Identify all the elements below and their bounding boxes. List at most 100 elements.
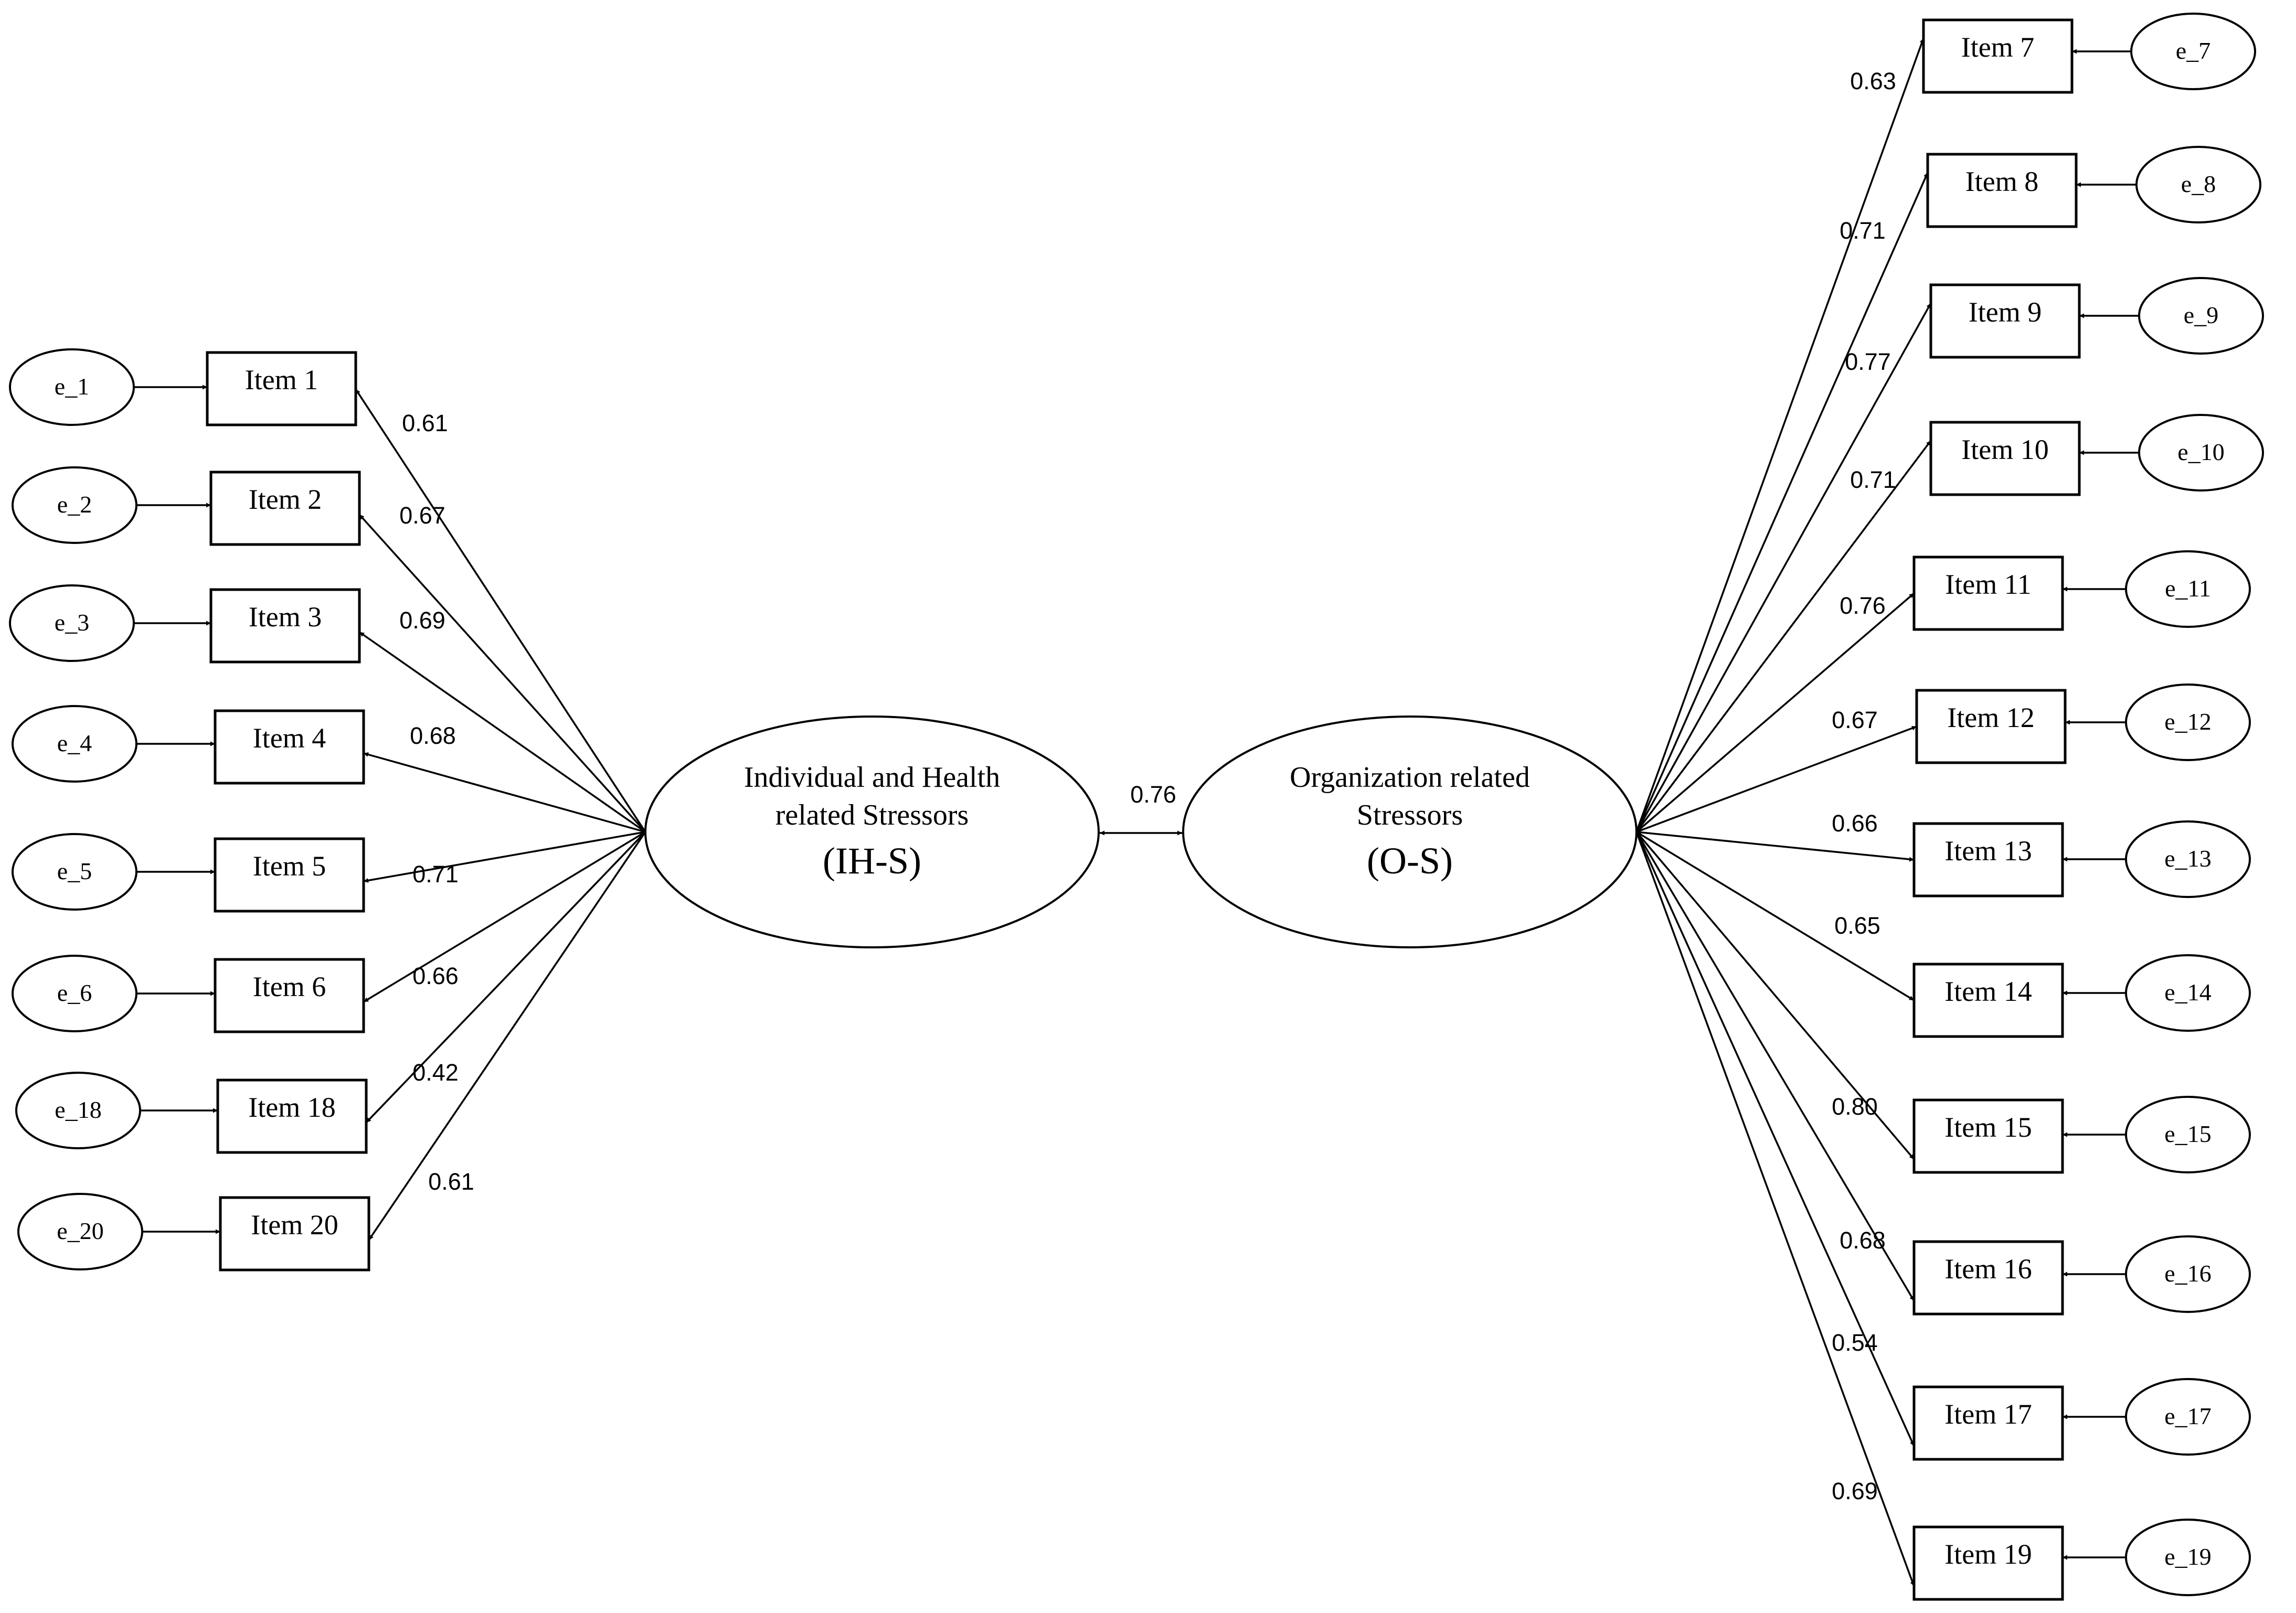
latent-o-s-abbr: (O-S): [1367, 840, 1453, 882]
item-box-1: [206, 351, 357, 426]
item-label: Item 11: [1945, 569, 2031, 600]
latent-ih-s-line1: Individual and Health: [744, 761, 1000, 794]
error-ellipse-e_16: [2125, 1235, 2251, 1313]
item-box-r2: [1926, 153, 2078, 228]
error-label: e_16: [2164, 1260, 2211, 1287]
error-label: e_14: [2164, 979, 2211, 1006]
loading-arrow-right-12: [1635, 831, 1915, 1587]
error-ellipse-e_6: [12, 955, 137, 1032]
item-label: Item 20: [251, 1209, 338, 1241]
error-ellipse-e_13: [2125, 820, 2251, 898]
error-label: e_3: [55, 609, 89, 636]
latent-ih-s-line2: related Stressors: [775, 799, 969, 831]
item-label: Item 17: [1944, 1398, 2032, 1430]
loading-arrow-left-6: [363, 831, 646, 1003]
item-label: Item 16: [1944, 1253, 2032, 1285]
loading-arrow-left-3: [358, 631, 646, 833]
item-box-2: [209, 471, 361, 546]
error-ellipse-e_4: [12, 705, 137, 783]
loading-arrow-right-7: [1636, 831, 1915, 862]
latent-o-s-line1: Organization related: [1290, 761, 1530, 794]
loading-arrow-right-4: [1635, 440, 1932, 833]
loading-arrow-right-11: [1635, 831, 1915, 1447]
item-box-r7: [1912, 822, 2064, 898]
loading-arrow-left-8: [368, 831, 646, 1241]
edges-layer: [134, 38, 2139, 1587]
item-label: Item 5: [253, 850, 326, 882]
latent-o-s-line2: Stressors: [1357, 799, 1463, 831]
item-label: Item 9: [1969, 296, 2042, 328]
error-ellipse-e_15: [2125, 1096, 2251, 1173]
loading-label: 0.54: [1832, 1329, 1878, 1356]
item-box-5: [214, 837, 365, 913]
loading-label: 0.42: [412, 1059, 459, 1086]
loading-label: 0.68: [1840, 1227, 1886, 1254]
loading-label: 0.71: [412, 861, 459, 888]
loading-arrow-right-1: [1635, 38, 1925, 832]
item-box-r5: [1912, 556, 2064, 631]
loading-label: 0.77: [1845, 348, 1891, 375]
item-label: Item 6: [253, 971, 326, 1002]
latent-ih-s-ellipse: [644, 715, 1100, 948]
loading-arrow-right-9: [1635, 831, 1915, 1160]
item-box-r6: [1915, 689, 2067, 764]
loading-label: 0.69: [399, 607, 445, 634]
error-ellipse-e_18: [15, 1072, 141, 1149]
item-box-6: [214, 958, 365, 1033]
correlation-label: 0.76: [1130, 781, 1176, 808]
loading-arrow-right-2: [1635, 172, 1929, 832]
item-box-3: [209, 588, 361, 664]
loading-label: 0.69: [1832, 1478, 1878, 1504]
loading-arrow-right-5: [1635, 592, 1915, 833]
loading-arrow-right-8: [1636, 831, 1915, 1001]
error-ellipse-e_9: [2138, 277, 2264, 355]
loading-label: 0.66: [412, 963, 459, 989]
item-box-r8: [1912, 963, 2064, 1038]
item-label: Item 14: [1944, 976, 2032, 1007]
error-label: e_19: [2164, 1543, 2211, 1570]
error-ellipse-e_8: [2135, 146, 2261, 223]
loading-label: 0.65: [1834, 912, 1880, 939]
loading-arrow-left-4: [363, 752, 646, 833]
error-label: e_8: [2181, 170, 2216, 197]
error-label: e_17: [2164, 1403, 2211, 1429]
item-box-r4: [1929, 421, 2081, 496]
error-label: e_5: [57, 858, 92, 884]
error-label: e_1: [55, 373, 89, 400]
item-label: Item 4: [253, 722, 326, 754]
loading-label: 0.71: [1850, 466, 1896, 493]
loading-label: 0.61: [402, 410, 448, 436]
error-label: e_10: [2177, 439, 2224, 465]
latent-ih-s: Individual and Health related Stressors …: [644, 715, 1100, 948]
error-label: e_2: [57, 491, 92, 518]
loading-arrow-right-3: [1635, 303, 1932, 832]
latent-o-s-ellipse: [1182, 715, 1638, 948]
loading-arrow-left-7: [365, 831, 646, 1124]
error-label: e_15: [2164, 1120, 2211, 1147]
loading-label: 0.63: [1850, 68, 1896, 94]
loading-label: 0.71: [1840, 217, 1886, 244]
error-label: e_18: [55, 1096, 101, 1123]
error-ellipse-e_17: [2125, 1378, 2251, 1456]
error-label: e_13: [2164, 845, 2211, 872]
error-label: e_4: [57, 730, 92, 756]
item-label: Item 10: [1961, 434, 2048, 465]
item-label: Item 15: [1944, 1112, 2032, 1143]
item-label: Item 8: [1965, 166, 2038, 197]
latent-ih-s-abbr: (IH-S): [823, 840, 921, 882]
error-ellipse-e_7: [2130, 13, 2256, 90]
error-ellipse-e_3: [9, 584, 135, 662]
error-ellipse-e_11: [2125, 550, 2251, 628]
item-box-4: [214, 709, 365, 785]
item-box-7: [216, 1078, 368, 1154]
item-box-r11: [1912, 1385, 2064, 1461]
loading-label: 0.67: [399, 502, 445, 529]
loading-label: 0.68: [410, 722, 456, 749]
error-label: e_20: [57, 1217, 103, 1244]
loading-arrow-right-10: [1635, 831, 1915, 1301]
error-label: e_11: [2165, 575, 2211, 602]
error-ellipse-e_19: [2125, 1519, 2251, 1596]
item-label: Item 12: [1947, 702, 2034, 733]
